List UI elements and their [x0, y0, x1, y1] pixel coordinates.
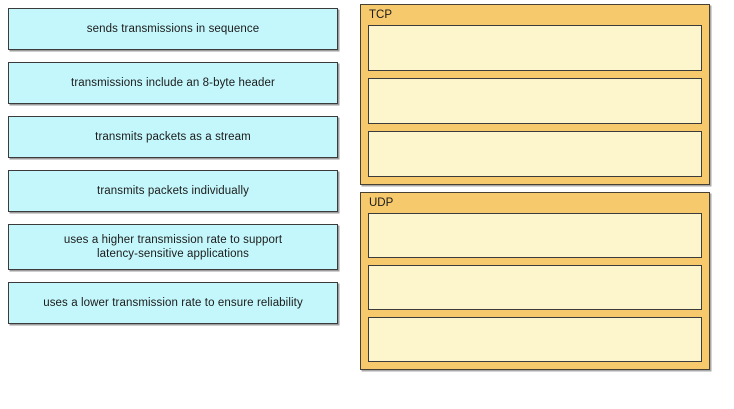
source-item[interactable]: uses a lower transmission rate to ensure… [8, 282, 338, 324]
drop-slot[interactable] [368, 25, 702, 71]
drop-slot[interactable] [368, 213, 702, 258]
source-item-label: uses a higher transmission rate to suppo… [63, 234, 283, 260]
drop-slot[interactable] [368, 265, 702, 310]
panel-title-tcp: TCP [369, 9, 392, 21]
drop-slot[interactable] [368, 131, 702, 177]
source-item[interactable]: sends transmissions in sequence [8, 8, 338, 50]
source-item[interactable]: transmits packets as a stream [8, 116, 338, 158]
drop-panel-tcp[interactable]: TCP [360, 4, 710, 185]
panel-title-udp: UDP [369, 197, 394, 209]
source-item-list: sends transmissions in sequence transmis… [8, 8, 338, 336]
source-item-label: sends transmissions in sequence [86, 23, 260, 35]
source-item[interactable]: uses a higher transmission rate to suppo… [8, 224, 338, 270]
source-item[interactable]: transmissions include an 8-byte header [8, 62, 338, 104]
drop-panel-column: TCP UDP [360, 4, 710, 370]
source-item-label: uses a lower transmission rate to ensure… [43, 297, 303, 309]
source-item-label: transmits packets individually [97, 185, 249, 197]
drop-slot[interactable] [368, 78, 702, 124]
drop-slot[interactable] [368, 317, 702, 362]
source-item-label: transmits packets as a stream [95, 131, 251, 143]
source-item[interactable]: transmits packets individually [8, 170, 338, 212]
source-item-label: transmissions include an 8-byte header [71, 77, 275, 89]
drop-panel-udp[interactable]: UDP [360, 192, 710, 370]
